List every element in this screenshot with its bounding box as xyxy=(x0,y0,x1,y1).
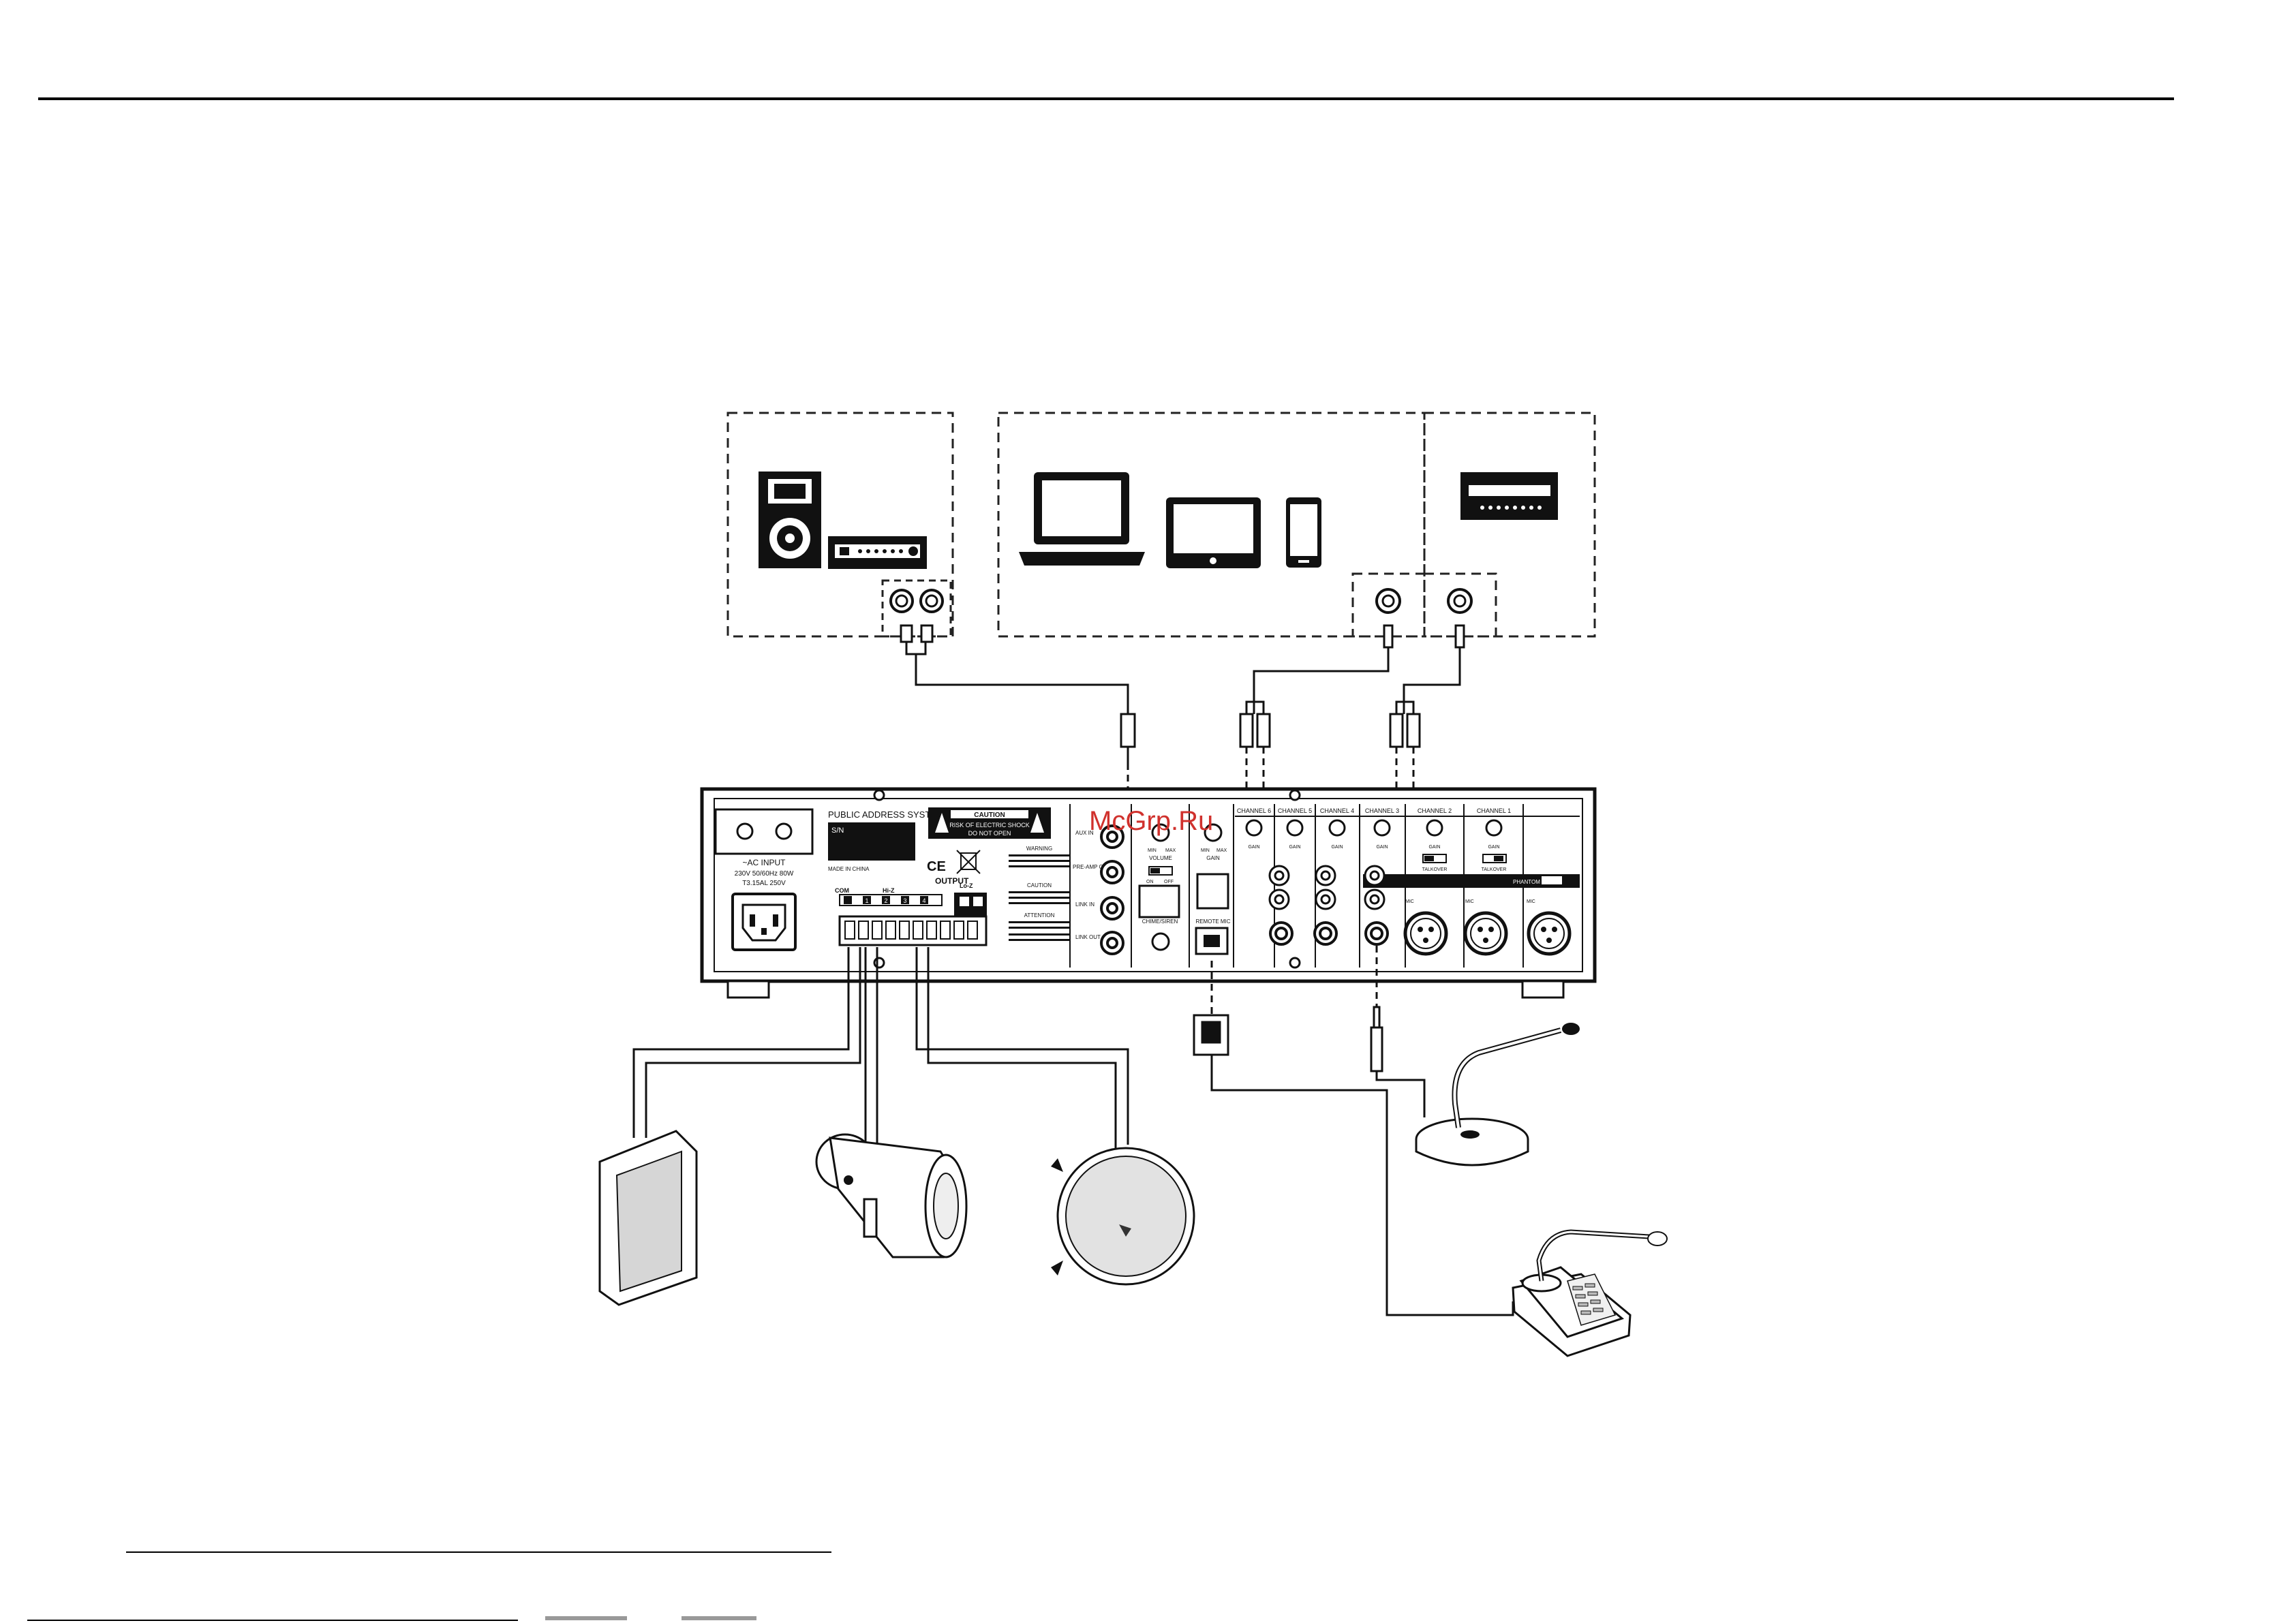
rca-jack-box xyxy=(881,579,952,638)
ch3-mic-label: MIC xyxy=(1405,899,1414,904)
channel-2-label: CHANNEL 2 xyxy=(1418,807,1452,814)
mid-plugs xyxy=(1120,700,1421,763)
caution-line-2: RISK OF ELECTRIC SHOCK xyxy=(949,822,1030,829)
serial-label: S/N xyxy=(831,826,844,835)
com-label: COM xyxy=(835,887,849,894)
caution-note-title: CAUTION xyxy=(1027,882,1052,888)
attention-title: ATTENTION xyxy=(1024,912,1055,918)
channel-5-label: CHANNEL 5 xyxy=(1278,807,1312,814)
laptop-icon xyxy=(1019,472,1145,566)
cd-player-icon xyxy=(1460,472,1558,520)
gain-knobs xyxy=(1245,819,1503,837)
volume-max: MAX xyxy=(1165,848,1176,853)
ceiling-speaker-icon xyxy=(1051,1147,1195,1286)
rear-rca-jacks xyxy=(1100,824,1124,955)
channel-4-label: CHANNEL 4 xyxy=(1320,807,1354,814)
ac-input-line-3: T3.15AL 250V xyxy=(742,880,786,887)
source-plugs xyxy=(900,624,1465,649)
paging-console-icon xyxy=(1512,1229,1668,1357)
ch6-gain: GAIN xyxy=(1248,845,1259,850)
source-box-devices xyxy=(997,412,1596,638)
warning-title: WARNING xyxy=(1026,846,1052,852)
made-in-label: MADE IN CHINA xyxy=(828,866,870,872)
xlr-inputs xyxy=(1403,911,1572,956)
speaker-cables xyxy=(632,947,1129,1151)
input-cables xyxy=(905,640,1461,714)
ch4-gain: GAIN xyxy=(1331,845,1343,850)
rca-output-jacks xyxy=(889,589,944,613)
remote-mic-label: REMOTE MIC xyxy=(1195,918,1230,925)
mic-jacks xyxy=(1269,921,1389,946)
ch1-talkover: TALKOVER xyxy=(1482,867,1507,872)
link-out-label: LINK OUT xyxy=(1075,934,1101,940)
remote-terminal xyxy=(1196,873,1229,910)
loz-label: Lo-Z xyxy=(960,882,973,889)
mic-plugs xyxy=(1193,1006,1383,1072)
tablet-icon xyxy=(1166,497,1261,568)
caution-title: CAUTION xyxy=(974,812,1005,819)
output-label: OUTPUT xyxy=(935,876,969,886)
mic-cables xyxy=(1210,946,1514,1316)
gooseneck-mic-icon xyxy=(1415,1023,1580,1166)
speaker-terminal-block: 1 2 3 4 xyxy=(838,893,988,946)
ac-input-line-2: 230V 50/60Hz 80W xyxy=(735,870,794,878)
ch1-gain: GAIN xyxy=(1488,845,1499,850)
volume-label: VOLUME xyxy=(1149,855,1172,861)
aux-in-label: AUX IN xyxy=(1075,830,1094,836)
volume-min: MIN xyxy=(1148,848,1157,853)
pre-amp-out-label: PRE-AMP OUT xyxy=(1073,864,1111,870)
terminal-3-label: 3 xyxy=(903,897,906,904)
phantom-label: PHANTOM xyxy=(1513,879,1540,885)
gain-label: GAIN xyxy=(1206,855,1220,861)
serial-plate xyxy=(828,822,915,861)
terminal-4-label: 4 xyxy=(922,897,925,904)
wall-speaker-icon xyxy=(598,1130,698,1306)
ch5-gain: GAIN xyxy=(1289,845,1300,850)
ch2-talkover: TALKOVER xyxy=(1422,867,1448,872)
switch-on: ON xyxy=(1146,880,1154,884)
terminal-2-label: 2 xyxy=(884,897,887,904)
phantom-power-bar xyxy=(1363,874,1580,888)
terminal-1-label: 1 xyxy=(865,897,868,904)
link-in-label: LINK IN xyxy=(1075,901,1095,908)
chime-terminal xyxy=(1138,884,1180,918)
ch1-mic-label: MIC xyxy=(1527,899,1535,904)
phone-icon xyxy=(1286,497,1321,568)
channel-1-label: CHANNEL 1 xyxy=(1477,807,1511,814)
ac-input-line-1: ~AC INPUT xyxy=(742,858,786,867)
ce-mark: CE xyxy=(927,859,946,874)
stereo-amplifier-icon xyxy=(828,536,927,569)
gain-max: MAX xyxy=(1216,848,1227,853)
switch-off: OFF xyxy=(1164,880,1174,884)
product-label: PUBLIC ADDRESS SYSTEM xyxy=(828,809,944,820)
amplifier-rear-panel: ~AC INPUT 230V 50/60Hz 80W T3.15AL 250V … xyxy=(700,787,1597,999)
weee-bin-icon xyxy=(956,850,981,874)
gain-min: MIN xyxy=(1201,848,1210,853)
ch3-gain: GAIN xyxy=(1376,845,1388,850)
channel-6-label: CHANNEL 6 xyxy=(1237,807,1271,814)
ch2-gain: GAIN xyxy=(1428,845,1440,850)
footer-faint-text xyxy=(545,1616,756,1620)
horn-speaker-icon xyxy=(815,1133,968,1258)
caution-line-3: DO NOT OPEN xyxy=(968,830,1011,837)
source-box-hifi xyxy=(726,412,954,638)
hiz-label: Hi-Z xyxy=(883,887,895,894)
hifi-speaker-icon xyxy=(759,472,821,568)
chime-siren-label: CHIME/SIREN xyxy=(1142,918,1178,925)
line-input-jacks xyxy=(1268,865,1386,910)
watermark: McGrp.Ru xyxy=(1089,806,1213,836)
channel-3-label: CHANNEL 3 xyxy=(1365,807,1399,814)
headphone-jacks xyxy=(1375,588,1473,614)
ch2-mic-label: MIC xyxy=(1465,899,1474,904)
